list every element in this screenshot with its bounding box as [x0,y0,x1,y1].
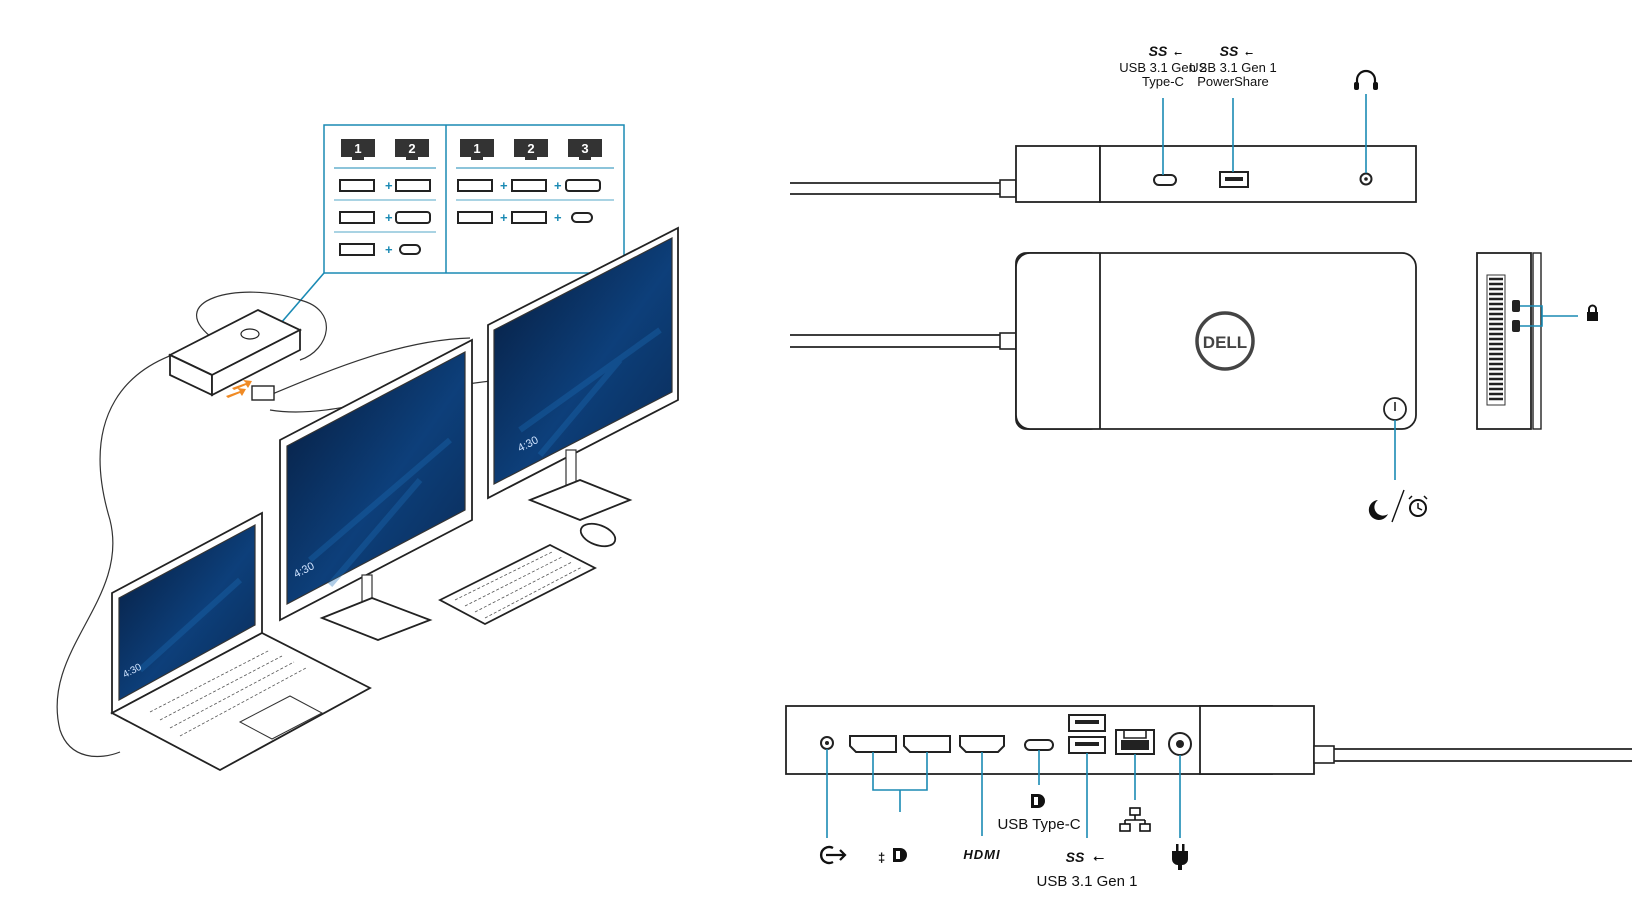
laptop: 4:30 [110,511,372,772]
config-header-2: 2 [408,141,415,156]
displayport-icon [457,211,493,224]
power-button[interactable] [1383,397,1407,421]
monitor-number-icon: 1 [460,139,494,160]
displayport-port-1 [849,735,897,753]
config-header-3b: 2 [527,141,534,156]
laptop-cable [56,344,211,758]
plus-sign: + [500,178,508,193]
mouse [579,522,617,548]
setup-illustration: 4:30 4:30 4:30 [56,226,679,772]
displayport-icon [511,179,547,192]
dock-isometric [167,308,303,397]
usb-trident-icon: ⭠ [1174,48,1182,59]
dock-side-view [1476,252,1532,430]
displayport-icon [339,211,375,224]
brand-label: DELL [1203,333,1247,352]
monitor-number-icon: 2 [395,139,429,160]
hdmi-port [959,735,1005,753]
arrow-icon [226,388,246,398]
config-header-3c: 3 [581,141,588,156]
usb-c-gen2-sublabel: Type-C [1142,74,1184,89]
usb-powershare-label: USB 3.1 Gen 1 [1189,60,1276,75]
lock-slot [1512,320,1520,332]
keyboard [438,543,597,626]
dock-plan-view: DELL [790,252,1598,523]
usb-c-connector [251,385,275,401]
displayport-icon [395,179,431,192]
sleep-wake-icon [1368,489,1428,523]
alarm-clock-icon [1409,499,1427,517]
hdmi-icon [395,211,431,224]
power-plug-icon [1172,844,1188,870]
moon-icon [1368,500,1388,520]
lock-icon [1587,304,1598,321]
plus-sign: + [385,178,393,193]
usb-trident-icon: ⭠ [1093,849,1104,865]
dock-top-view: SS ⭠ USB 3.1 Gen 2 Type-C SS ⭠ USB 3.1 G… [790,43,1417,203]
usb-c-gen2-port [1153,174,1177,186]
dock-rear-view: ‡ HDMI USB Type-C SS ⭠ USB 3.1 Gen 1 [785,705,1632,890]
monitor-number-icon: 2 [514,139,548,160]
ss-logo: SS [1149,43,1168,59]
usb-type-c-icon [399,244,421,255]
plus-sign: + [554,210,562,225]
display-config-table: 1 2 1 2 3 + + + [323,124,625,274]
usb-gen1-label: USB 3.1 Gen 1 [1037,873,1138,890]
line-out-icon [820,845,847,865]
ss-logo: SS [1220,43,1239,59]
plus-sign: + [554,178,562,193]
network-icon [1119,807,1151,832]
arrow-icon [232,380,252,390]
plus-sign: + [385,210,393,225]
headset-icon [1354,69,1378,90]
ss-logo: SS [1066,849,1085,865]
usb-c-gen2-label: USB 3.1 Gen 2 [1119,60,1206,75]
displayport-icon [457,179,493,192]
usb-type-c-icon [571,212,593,223]
usb-powershare-sublabel: PowerShare [1197,74,1269,89]
displayport-icon: ‡ [878,848,907,865]
power-cable [196,291,327,361]
monitor-middle: 4:30 [279,338,473,641]
monitor-right: 4:30 [487,226,679,521]
plus-sign: + [385,242,393,257]
usb-type-c-dp-label: USB Type-C [997,816,1080,833]
displayport-icon [511,211,547,224]
displayport-port-2 [903,735,951,753]
usb-c-dp-port [1024,739,1054,751]
monitor-number-icon: 1 [341,139,375,160]
displayport-icon [339,179,375,192]
displayport-alt-icon [1031,794,1045,808]
dell-logo: DELL [1195,311,1255,371]
config-header-1: 1 [354,141,361,156]
monitor-cable-1 [269,337,471,396]
monitor-number-icon: 3 [568,139,602,160]
svg-text:‡: ‡ [878,850,885,865]
lock-slot [1512,300,1520,312]
dell-logo-icon [240,328,260,340]
displayport-icon [339,243,375,256]
config-header-3a: 1 [473,141,480,156]
hdmi-icon [565,179,601,192]
plus-sign: + [500,210,508,225]
vent-grille [1486,274,1506,406]
hdmi-label: HDMI [963,847,1000,862]
usb-powershare-icon: ⭠ [1245,48,1253,59]
